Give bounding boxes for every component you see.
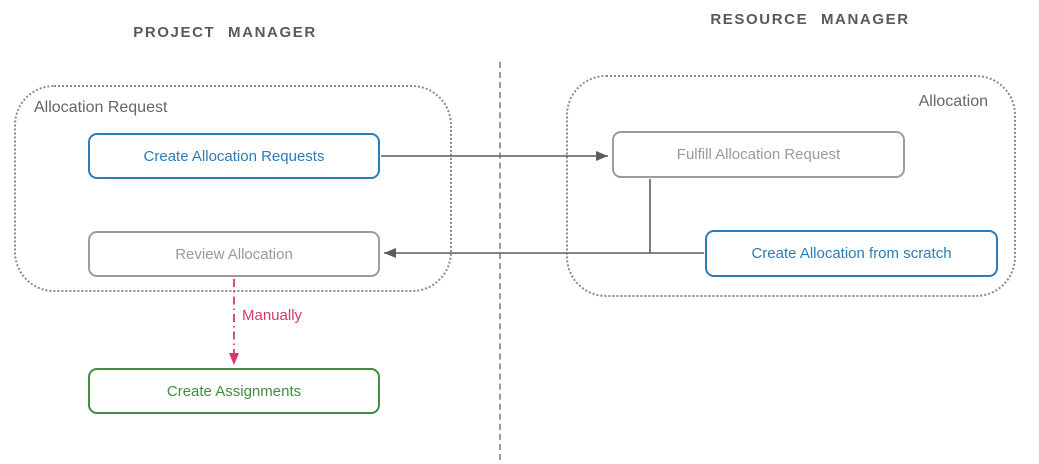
node-create-allocation-from-scratch[interactable]: Create Allocation from scratch (705, 230, 998, 277)
node-label: Review Allocation (175, 245, 293, 263)
lane-divider (499, 62, 501, 460)
node-label: Create Allocation from scratch (751, 245, 952, 262)
group-allocation-request: Allocation Request (14, 85, 452, 292)
group-label-allocation: Allocation (918, 93, 988, 110)
node-label: Fulfill Allocation Request (676, 146, 841, 163)
node-label: Create Allocation Requests (143, 147, 325, 165)
lane-header-resource-manager: RESOURCE MANAGER (710, 11, 910, 28)
lane-header-project-manager: PROJECT MANAGER (133, 24, 317, 41)
edge-label-manually: Manually (242, 307, 303, 324)
node-label: Create Assignments (166, 382, 302, 400)
node-create-assignments[interactable]: Create Assignments (88, 368, 380, 414)
group-label-allocation-request: Allocation Request (34, 99, 168, 116)
node-review-allocation[interactable]: Review Allocation (88, 231, 380, 277)
group-allocation: Allocation (566, 75, 1016, 297)
node-fulfill-allocation-request[interactable]: Fulfill Allocation Request (612, 131, 905, 178)
node-create-allocation-requests[interactable]: Create Allocation Requests (88, 133, 380, 179)
